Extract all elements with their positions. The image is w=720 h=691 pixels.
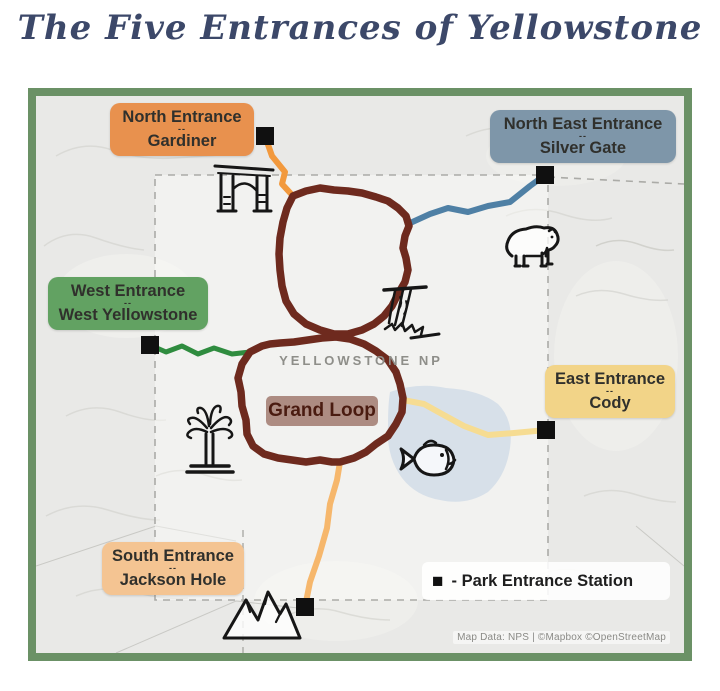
geyser-icon [185,404,235,474]
entrance-badge-north: North Entrance -- Gardiner [110,103,254,156]
waterfall-icon [382,285,441,340]
entrance-marker-south [296,598,314,616]
park-name-label: YELLOWSTONE NP [279,353,443,368]
entrance-name: South Entrance [112,547,234,565]
entrance-marker-east [537,421,555,439]
entrance-town: Gardiner [147,132,217,151]
badge-separator: -- [124,298,132,309]
fish-icon [399,439,457,477]
route-east-entrance [400,397,549,438]
park-boundary [154,174,684,653]
route-south-entrance [302,459,343,610]
entrance-badge-east: East Entrance -- Cody [545,365,675,418]
mountains-icon [222,590,302,640]
route-northeast-entrance [405,172,548,227]
yellowstone-lake [387,385,511,502]
entrance-town: Silver Gate [539,139,627,158]
entrance-marker-north [256,127,274,145]
entrance-name: North Entrance [122,108,242,126]
entrance-badge-northeast: North East Entrance -- Silver Gate [490,110,676,163]
grand-loop-label: Grand Loop [266,396,378,426]
basemap-roads [36,525,684,653]
badge-separator: -- [169,563,177,574]
grand-loop-route [234,184,413,466]
entrance-marker-northeast [536,166,554,184]
roosevelt-arch-icon [213,164,275,213]
route-west-entrance [147,342,253,357]
badge-separator: -- [178,124,186,135]
entrance-name: East Entrance [554,370,666,388]
legend-label: - Park Entrance Station [451,571,634,590]
map-frame: YELLOWSTONE NP Grand Loop North Entrance… [28,88,692,661]
badge-separator: -- [606,386,614,397]
page-title: The Five Entrances of Yellowstone [17,8,703,48]
entrance-name: West Entrance [70,282,186,300]
entrance-town: Cody [589,394,631,413]
badge-separator: -- [579,131,587,142]
entrance-marker-west [141,336,159,354]
entrance-badge-south: South Entrance -- Jackson Hole [102,542,244,595]
entrance-town: Jackson Hole [119,571,227,590]
entrance-name: North East Entrance [503,115,663,133]
entrance-badge-west: West Entrance -- West Yellowstone [48,277,208,330]
bison-icon [505,225,560,268]
map-attribution: Map Data: NPS | ©Mapbox ©OpenStreetMap [453,631,670,644]
route-north-entrance [262,133,296,199]
entrance-town: West Yellowstone [58,306,198,325]
legend: ■ - Park Entrance Station [422,562,670,600]
legend-entrance-marker-icon: ■ [432,570,444,592]
